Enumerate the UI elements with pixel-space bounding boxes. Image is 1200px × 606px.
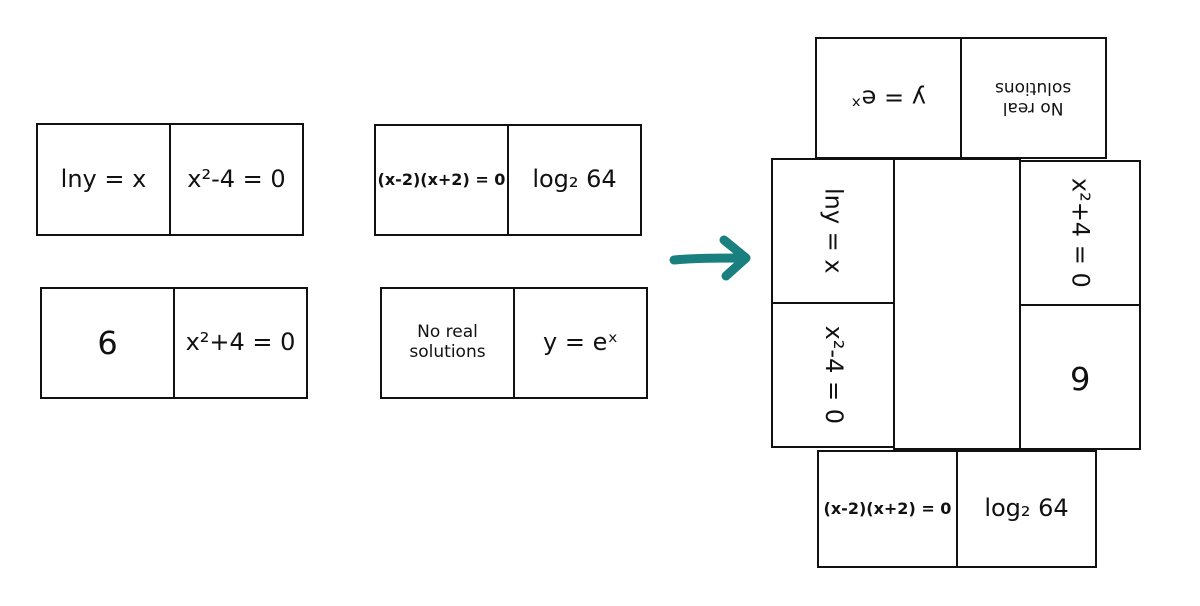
- right-arrow-icon: [669, 235, 751, 281]
- arranged-left-bottom-text: x²-4 = 0: [819, 325, 848, 425]
- arranged-bottom-right-text: log₂ 64: [984, 494, 1069, 523]
- arranged-left-bottom: x²-4 = 0: [773, 302, 893, 446]
- arranged-right-domino: x²+4 = 0 6: [1019, 160, 1141, 450]
- arranged-top-left-text: y = eˣ: [851, 84, 926, 113]
- domino-1-left-text: lny = x: [60, 164, 147, 193]
- domino-1: lny = x x²-4 = 0: [36, 123, 304, 236]
- arranged-left-domino: lny = x x²-4 = 0: [771, 158, 895, 448]
- arranged-top-left: y = eˣ: [817, 39, 960, 157]
- arranged-right-bottom: 6: [1021, 304, 1139, 448]
- arranged-top-right: No real solutions: [960, 39, 1105, 157]
- domino-1-right: x²-4 = 0: [169, 125, 302, 234]
- arranged-top-domino: y = eˣ No real solutions: [815, 37, 1107, 159]
- domino-4-left-text: No real solutions: [409, 322, 486, 362]
- arranged-bottom-right: log₂ 64: [956, 452, 1095, 566]
- domino-4: No real solutions y = eˣ: [380, 287, 648, 399]
- domino-3-right-text: x²+4 = 0: [185, 328, 296, 357]
- arranged-bottom-left-text: (x-2)(x+2) = 0: [823, 498, 952, 518]
- arranged-right-top-text: x²+4 = 0: [1066, 178, 1095, 288]
- arranged-bottom-domino: (x-2)(x+2) = 0 log₂ 64: [817, 450, 1097, 568]
- domino-2: (x-2)(x+2) = 0 log₂ 64: [374, 124, 642, 236]
- frame-top-line: [893, 158, 1021, 160]
- arranged-right-top: x²+4 = 0: [1021, 162, 1139, 304]
- domino-1-right-text: x²-4 = 0: [187, 164, 286, 193]
- domino-4-right-text: y = eˣ: [543, 328, 618, 357]
- domino-2-left-text: (x-2)(x+2) = 0: [377, 169, 506, 189]
- domino-2-right-text: log₂ 64: [532, 165, 617, 194]
- frame-bottom-line: [893, 448, 1021, 450]
- domino-4-left: No real solutions: [382, 289, 513, 397]
- arranged-left-top: lny = x: [773, 160, 893, 302]
- arranged-top-right-text: No real solutions: [995, 79, 1072, 119]
- domino-3-right: x²+4 = 0: [173, 289, 306, 397]
- domino-3-left: 6: [42, 289, 173, 397]
- domino-3-left-text: 6: [97, 323, 118, 362]
- arranged-bottom-left: (x-2)(x+2) = 0: [819, 452, 956, 566]
- domino-4-right: y = eˣ: [513, 289, 646, 397]
- domino-2-right: log₂ 64: [507, 126, 640, 234]
- domino-1-left: lny = x: [38, 125, 169, 234]
- arranged-right-bottom-text: 6: [1069, 358, 1091, 397]
- domino-2-left: (x-2)(x+2) = 0: [376, 126, 507, 234]
- arranged-left-top-text: lny = x: [819, 188, 848, 274]
- domino-3: 6 x²+4 = 0: [40, 287, 308, 399]
